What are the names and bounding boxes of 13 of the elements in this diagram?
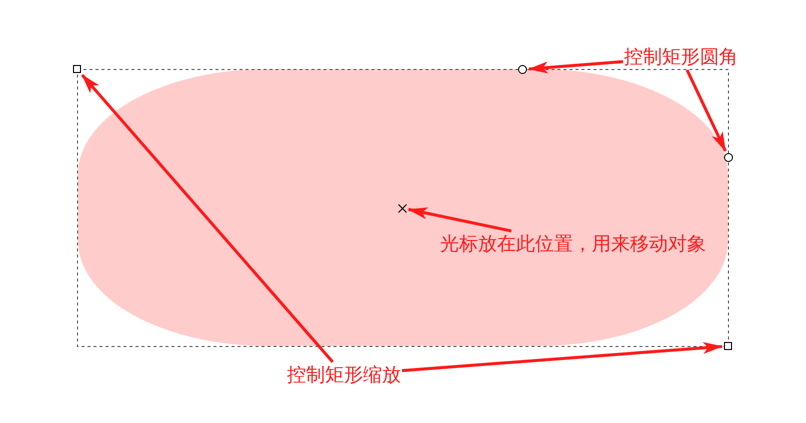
arrow xyxy=(81,74,334,363)
resize-handle xyxy=(724,342,732,350)
callout-text: 光标放在此位置，用来移动对象 xyxy=(440,232,706,256)
resize-handle xyxy=(73,65,81,73)
callout-text: 控制矩形圆角 xyxy=(624,45,738,69)
callout-text: 控制矩形缩放 xyxy=(287,363,401,387)
corner-radius-handle xyxy=(518,65,527,74)
corner-radius-handle xyxy=(724,153,733,162)
arrow xyxy=(686,69,727,152)
arrow xyxy=(402,342,723,372)
arrow xyxy=(408,207,512,232)
arrow xyxy=(528,60,624,74)
move-cross-mark xyxy=(398,204,406,212)
